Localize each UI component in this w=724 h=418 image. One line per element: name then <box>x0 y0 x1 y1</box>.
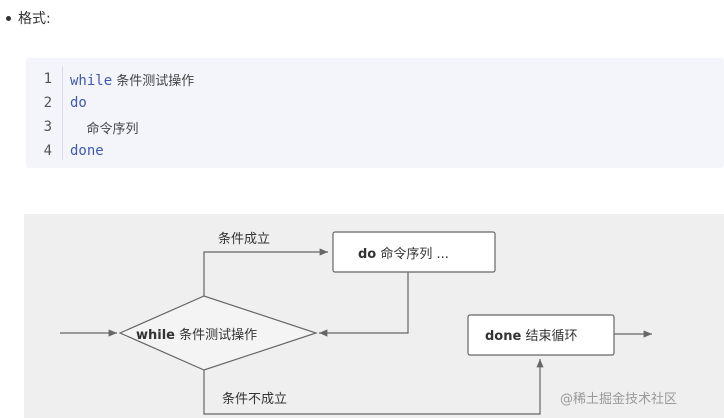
bullet-icon <box>6 15 11 21</box>
while-text: 条件测试操作 <box>179 328 258 343</box>
line-number: 2 <box>43 95 52 111</box>
done-box <box>467 314 615 356</box>
done-text: 结束循环 <box>525 329 578 344</box>
flowchart-lines <box>60 231 652 415</box>
gutter-divider <box>62 66 63 160</box>
code-text: 条件测试操作 <box>112 73 195 89</box>
do-box-text: 命令序列 ... <box>380 247 449 262</box>
code-line-4: 4 done <box>26 139 194 163</box>
cond-false-label: 条件不成立 <box>222 392 288 407</box>
code-keyword: while <box>70 72 113 89</box>
do-box <box>332 231 496 273</box>
true-branch-arrow <box>203 248 328 296</box>
false-branch-arrow <box>203 359 544 415</box>
while-diamond <box>118 295 318 371</box>
cond-true-label: 条件成立 <box>218 232 271 247</box>
code-line-2: 2 do <box>26 91 194 115</box>
code-text: 命令序列 <box>70 121 139 137</box>
line-number: 1 <box>43 71 52 87</box>
format-label: 格式: <box>18 11 51 27</box>
code-keyword: do <box>70 95 87 111</box>
while-diamond-label: while 条件测试操作 <box>136 324 257 343</box>
flowchart-diagram: 条件成立 do 命令序列 ... while 条件测试操作 done 结束循环 … <box>24 214 724 418</box>
code-keyword: done <box>70 143 104 159</box>
watermark: @稀土掘金技术社区 <box>560 392 678 407</box>
done-box-label: done 结束循环 <box>485 325 577 344</box>
loop-back-arrow <box>319 272 409 337</box>
done-keyword: done <box>485 329 522 344</box>
code-line-3: 3 命令序列 <box>26 115 194 139</box>
do-box-label: do 命令序列 ... <box>358 243 449 262</box>
code-line-1: 1 while 条件测试操作 <box>26 67 195 91</box>
while-keyword: while <box>136 328 175 343</box>
format-heading: 格式: <box>6 8 51 28</box>
code-block: 1 while 条件测试操作 2 do 3 命令序列 4 done <box>26 58 724 168</box>
line-number: 3 <box>43 119 52 135</box>
do-keyword: do <box>358 247 377 262</box>
line-number: 4 <box>43 143 52 159</box>
